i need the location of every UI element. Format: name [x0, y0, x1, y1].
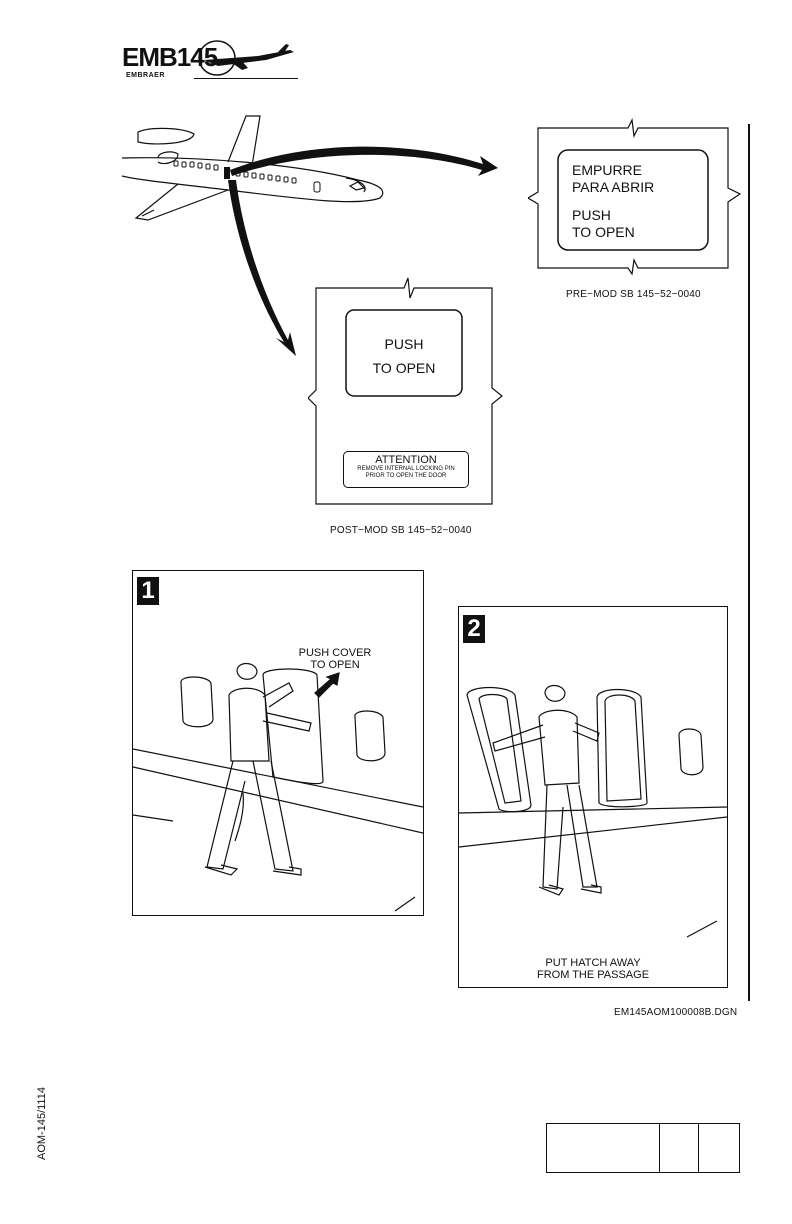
post-mod-sign-text: PUSH TO OPEN — [346, 332, 462, 380]
step-2-panel: 2 PUT HATCH AWAY FROM THE PASSAGE — [458, 606, 728, 988]
post-mod-sign-line: PUSH — [346, 332, 462, 356]
attention-title: ATTENTION — [344, 454, 468, 466]
attention-placard: ATTENTION REMOVE INTERNAL LOCKING PIN PR… — [343, 451, 469, 488]
pre-mod-sign-line: PARA ABRIR — [572, 179, 654, 196]
person-removing-hatch-illustration — [459, 607, 727, 987]
drawing-code: EM145AOM100008B.DGN — [614, 1007, 737, 1018]
post-mod-sign-line: TO OPEN — [346, 356, 462, 380]
person-pushing-hatch-illustration — [133, 571, 423, 915]
airplane-logo-icon — [198, 38, 298, 78]
revision-table-cell — [547, 1124, 660, 1172]
pre-mod-sign-text: EMPURRE PARA ABRIR PUSH TO OPEN — [572, 162, 654, 241]
pre-mod-caption: PRE−MOD SB 145−52−0040 — [566, 289, 701, 300]
document-side-code: AOM-145/1114 — [36, 1087, 48, 1160]
revision-table-cell — [660, 1124, 699, 1172]
step-1-panel: 1 PUSH COVER TO OPEN — [132, 570, 424, 916]
embraer-logo-text: EMBRAER — [126, 72, 165, 79]
pre-mod-sign-line: PUSH — [572, 207, 654, 224]
pre-mod-sign-line: EMPURRE — [572, 162, 654, 179]
attention-line: REMOVE INTERNAL LOCKING PIN — [344, 466, 468, 473]
post-mod-caption: POST−MOD SB 145−52−0040 — [330, 525, 472, 536]
revision-table-cell — [699, 1124, 739, 1172]
revision-table — [546, 1123, 740, 1173]
pre-mod-sign-line: TO OPEN — [572, 224, 654, 241]
attention-line: PRIOR TO OPEN THE DOOR — [344, 473, 468, 480]
logo-underline — [194, 78, 298, 79]
pre-mod-sign-spacer — [572, 196, 654, 207]
revision-change-bar — [748, 124, 750, 1001]
